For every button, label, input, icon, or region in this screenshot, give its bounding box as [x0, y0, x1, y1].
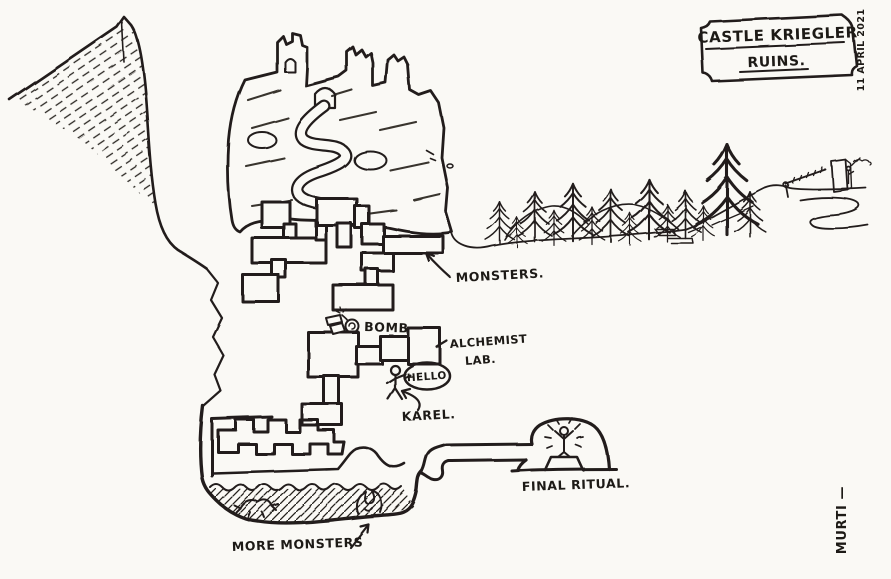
- castle-arch-door: [313, 86, 337, 110]
- underground-cavern: [198, 404, 534, 525]
- speech-bubble-tail: [403, 374, 411, 379]
- karel-label: KAREL.: [401, 406, 456, 424]
- winding-road: [799, 196, 869, 230]
- dungeon-rooms: [216, 197, 445, 456]
- pine-forest: [451, 143, 867, 249]
- distant-gate: [782, 157, 872, 230]
- cliff-edge: [202, 266, 226, 408]
- alchemist-lab-label-line1: ALCHEMIST: [449, 332, 527, 351]
- monsters-arrow: [424, 251, 452, 279]
- karel-arrow: [400, 387, 421, 412]
- speech-bubble-outline: [402, 361, 452, 391]
- slope-hatching: [687, 205, 754, 233]
- lake-monster-1: [233, 498, 279, 518]
- stone-doorway: [831, 159, 849, 193]
- title-card-frame: [699, 13, 859, 83]
- barrier-pole: [785, 169, 827, 185]
- more-monsters-arrow: [348, 522, 370, 549]
- alchemist-pointer-line: [435, 339, 449, 349]
- title-underline: [705, 42, 846, 50]
- fuse-spark: [335, 306, 347, 314]
- battlement-rooms: [216, 418, 346, 456]
- final-ritual-chamber: [510, 417, 618, 473]
- bomb-fuse: [341, 314, 349, 322]
- tower-window: [284, 57, 296, 73]
- lake-water: [208, 488, 415, 524]
- artist-signature: MURTI —: [835, 486, 850, 554]
- light-rays: [544, 417, 584, 449]
- bomb-label: BOMB: [364, 319, 409, 336]
- mountain: [8, 15, 226, 408]
- more-monsters-label: MORE MONSTERS: [232, 534, 364, 554]
- ritual-pedestal: [543, 455, 585, 472]
- alchemist-lab-room: [406, 326, 442, 366]
- lake-monster-2: [355, 490, 383, 515]
- hello-bubble-text: HELLO: [406, 370, 447, 385]
- water-surface: [209, 483, 403, 491]
- title-text: CASTLE KRIEGLER: [697, 23, 858, 47]
- monsters-corridor: [381, 234, 445, 255]
- bomb-icon: [325, 306, 360, 335]
- karel-figure: [385, 364, 407, 401]
- passage-to-ritual: [420, 442, 534, 482]
- final-ritual-label: FINAL RITUAL.: [522, 475, 631, 494]
- date-note: 11 APRIL 2021: [856, 9, 867, 92]
- monsters-label: MONSTERS.: [455, 265, 544, 285]
- alchemist-lab-label-line2: LAB.: [464, 352, 496, 368]
- subtitle-underline: [739, 68, 809, 73]
- subtitle-text: RUINS.: [747, 53, 806, 71]
- ritual-figure: [554, 426, 574, 458]
